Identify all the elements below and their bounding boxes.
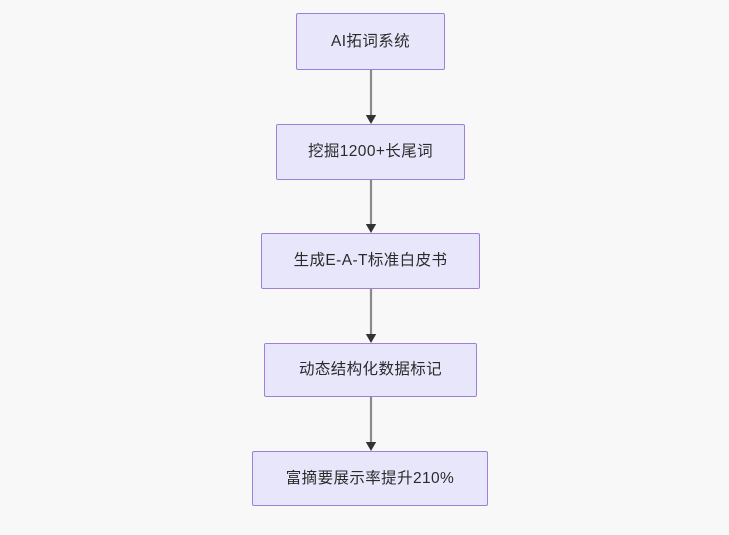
flow-edge-n2-n3: [364, 180, 378, 233]
flow-node-label: 生成E-A-T标准白皮书: [293, 252, 448, 270]
arrow-icon: [365, 70, 377, 124]
flow-edge-n4-n5: [364, 397, 378, 451]
arrow-icon: [365, 397, 377, 451]
flow-node-dynamic-structured-data-markup[interactable]: 动态结构化数据标记: [264, 343, 477, 397]
arrow-icon: [365, 289, 377, 343]
flow-node-label: 动态结构化数据标记: [298, 361, 443, 379]
flow-node-label: 富摘要展示率提升210%: [285, 469, 455, 487]
arrow-icon: [365, 180, 377, 233]
flow-node-mine-longtail-keywords[interactable]: 挖掘1200+长尾词: [276, 124, 465, 180]
flow-node-ai-keyword-system[interactable]: AI拓词系统: [296, 13, 445, 70]
flow-edge-n3-n4: [364, 289, 378, 343]
flow-node-label: 挖掘1200+长尾词: [307, 143, 434, 161]
flow-node-generate-eat-whitepaper[interactable]: 生成E-A-T标准白皮书: [261, 233, 480, 289]
flow-node-label: AI拓词系统: [330, 32, 411, 50]
flow-edge-n1-n2: [364, 70, 378, 124]
flow-node-rich-snippet-rate-increase[interactable]: 富摘要展示率提升210%: [252, 451, 488, 506]
